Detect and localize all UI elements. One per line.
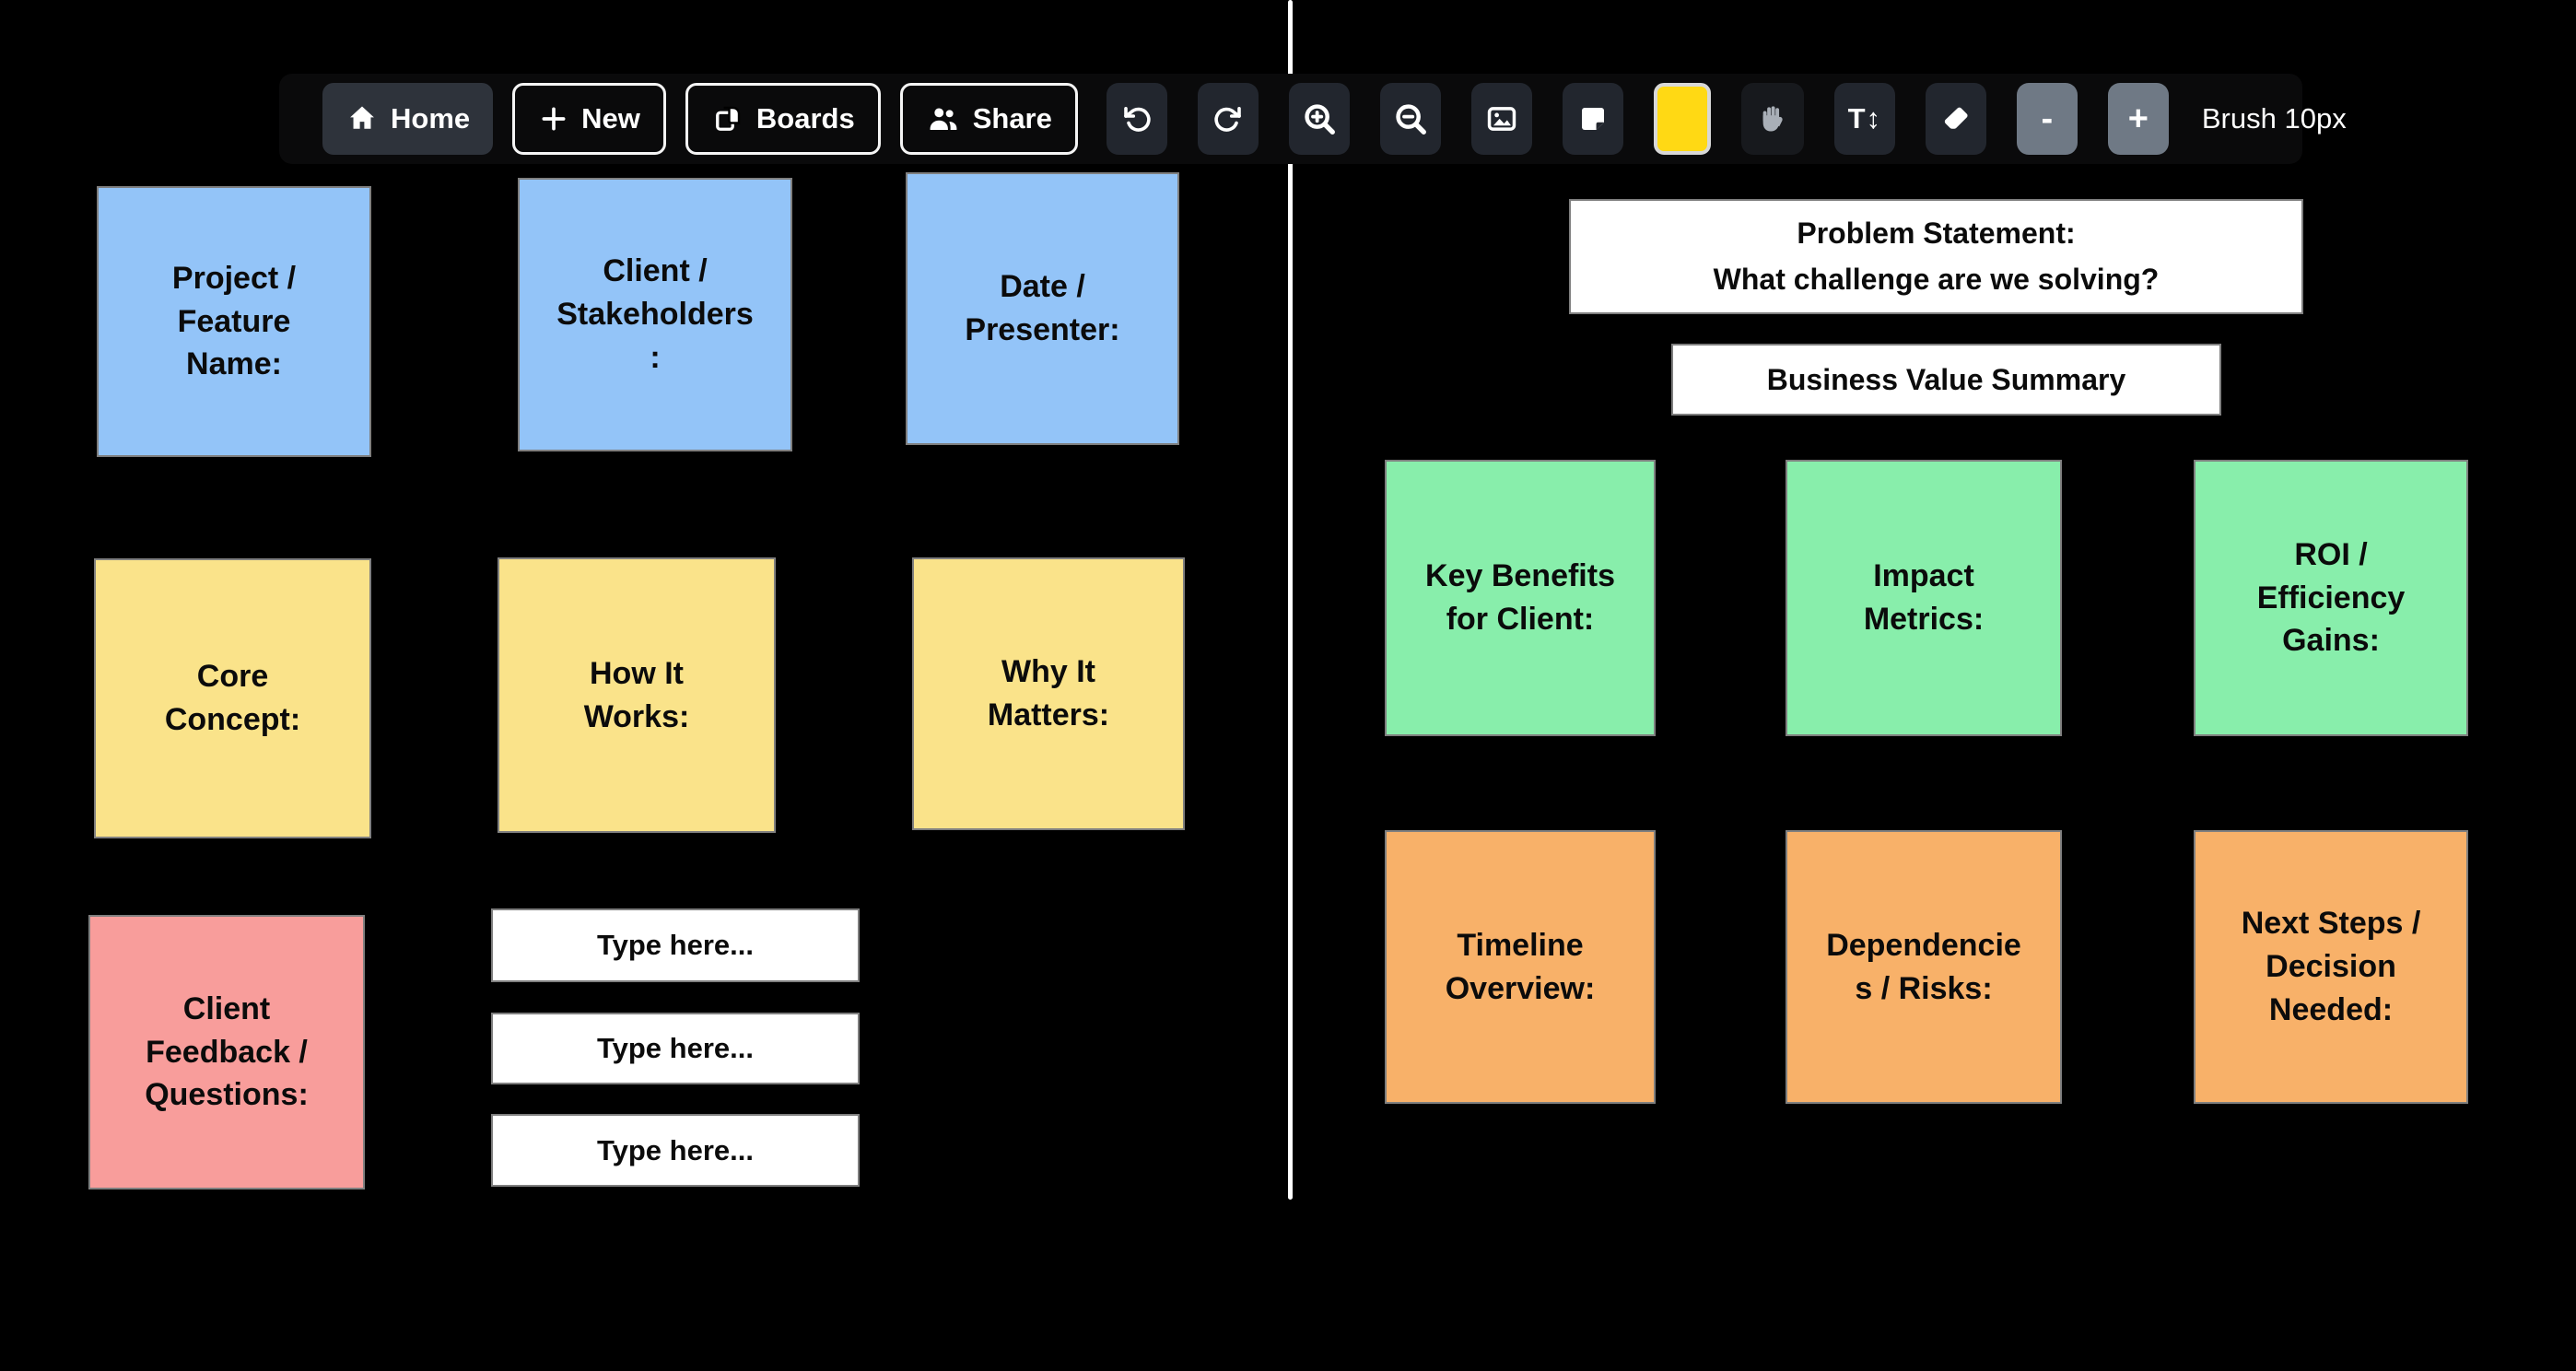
text-box-2[interactable]: Type here... (491, 1013, 860, 1084)
undo-button[interactable] (1106, 83, 1167, 155)
problem-statement-line2: What challenge are we solving? (1713, 262, 2160, 296)
text-box-placeholder: Type here... (597, 1133, 754, 1166)
copy-icon (711, 102, 744, 135)
sticky-note-roi-efficiency[interactable]: ROI / Efficiency Gains: (2194, 460, 2468, 736)
sticky-note-next-steps[interactable]: Next Steps / Decision Needed: (2194, 830, 2468, 1104)
users-icon (926, 101, 961, 136)
plus-icon (538, 103, 569, 135)
text-box-placeholder: Type here... (597, 929, 754, 961)
sticky-note-label: Why It Matters: (987, 654, 1110, 732)
color-swatch[interactable] (1653, 83, 1711, 155)
sticky-note-timeline-overview[interactable]: Timeline Overview: (1385, 830, 1656, 1104)
text-box-3[interactable]: Type here... (491, 1114, 860, 1187)
share-button[interactable]: Share (899, 83, 1078, 155)
home-button[interactable]: Home (322, 83, 494, 155)
share-button-label: Share (972, 102, 1052, 135)
sticky-note-label: ROI / Efficiency Gains: (2256, 536, 2406, 659)
brush-increase-button[interactable]: + (2107, 83, 2169, 155)
plus-label: + (2127, 100, 2149, 138)
home-icon (345, 102, 379, 135)
problem-statement-line1: Problem Statement: (1797, 216, 2076, 250)
sticky-note-label: Client / Stakeholders : (556, 253, 754, 375)
image-icon (1484, 101, 1519, 136)
eraser-button[interactable] (1925, 83, 1986, 155)
text-size-icon: T↕ (1847, 102, 1882, 135)
sticky-note-label: Timeline Overview: (1445, 927, 1596, 1006)
sticky-note-how-it-works[interactable]: How It Works: (498, 557, 776, 833)
sticky-note-label: Client Feedback / Questions: (145, 990, 309, 1113)
new-button-label: New (581, 102, 640, 135)
sticky-note-project-feature-name[interactable]: Project / Feature Name: (97, 186, 371, 457)
text-box-1[interactable]: Type here... (491, 908, 860, 982)
minus-label: - (2041, 100, 2054, 138)
sticky-note-label: Impact Metrics: (1863, 558, 1985, 637)
sticky-note-label: Dependencies / Risks: (1826, 927, 2021, 1006)
redo-icon (1212, 102, 1245, 135)
sticky-note-date-presenter[interactable]: Date / Presenter: (906, 172, 1179, 445)
brush-decrease-button[interactable]: - (2016, 83, 2078, 155)
sticky-note-client-stakeholders[interactable]: Client / Stakeholders : (518, 178, 792, 451)
boards-button[interactable]: Boards (685, 83, 881, 155)
sticky-note-label: Date / Presenter: (965, 269, 1120, 347)
boards-button-label: Boards (755, 102, 855, 135)
sticky-note-label: Project / Feature Name: (171, 260, 297, 382)
redo-button[interactable] (1197, 83, 1259, 155)
drawn-divider-line (1288, 0, 1293, 1200)
business-value-summary-box[interactable]: Business Value Summary (1671, 344, 2221, 416)
sticky-note-impact-metrics[interactable]: Impact Metrics: (1786, 460, 2062, 736)
sticky-note-why-it-matters[interactable]: Why It Matters: (912, 557, 1185, 830)
sticky-note-label: Core Concept: (164, 659, 301, 737)
sticky-note-tool-button[interactable] (1562, 83, 1623, 155)
zoom-in-button[interactable] (1288, 83, 1350, 155)
sticky-note-label: Next Steps / Decision Needed: (2241, 906, 2421, 1027)
hand-icon (1756, 102, 1789, 135)
brush-size-label: Brush 10px (2201, 102, 2347, 135)
business-value-summary-label: Business Value Summary (1766, 362, 2126, 396)
sticky-note-dependencies-risks[interactable]: Dependencies / Risks: (1786, 830, 2062, 1104)
pan-hand-button[interactable] (1740, 83, 1804, 155)
text-box-placeholder: Type here... (597, 1032, 754, 1064)
sticky-note-label: How It Works: (583, 655, 690, 734)
toolbar-tools-group: T↕ - + (1106, 83, 2169, 155)
toolbar: Home New Boards (279, 74, 2347, 164)
toolbar-nav-group: Home New Boards (322, 83, 1078, 155)
sticky-note-label: Key Benefits for Client: (1425, 558, 1615, 637)
sticky-note-client-feedback[interactable]: Client Feedback / Questions: (88, 915, 365, 1189)
zoom-out-icon (1393, 101, 1428, 136)
zoom-out-button[interactable] (1379, 83, 1441, 155)
sticky-note-icon (1576, 102, 1610, 135)
home-button-label: Home (391, 102, 471, 135)
text-size-button[interactable]: T↕ (1833, 83, 1895, 155)
new-button[interactable]: New (512, 83, 666, 155)
sticky-note-core-concept[interactable]: Core Concept: (94, 558, 371, 838)
insert-image-button[interactable] (1470, 83, 1532, 155)
undo-icon (1120, 102, 1153, 135)
problem-statement-box[interactable]: Problem Statement: What challenge are we… (1569, 199, 2303, 314)
zoom-in-icon (1302, 101, 1337, 136)
eraser-icon (1939, 102, 1973, 135)
sticky-note-key-benefits[interactable]: Key Benefits for Client: (1385, 460, 1656, 736)
